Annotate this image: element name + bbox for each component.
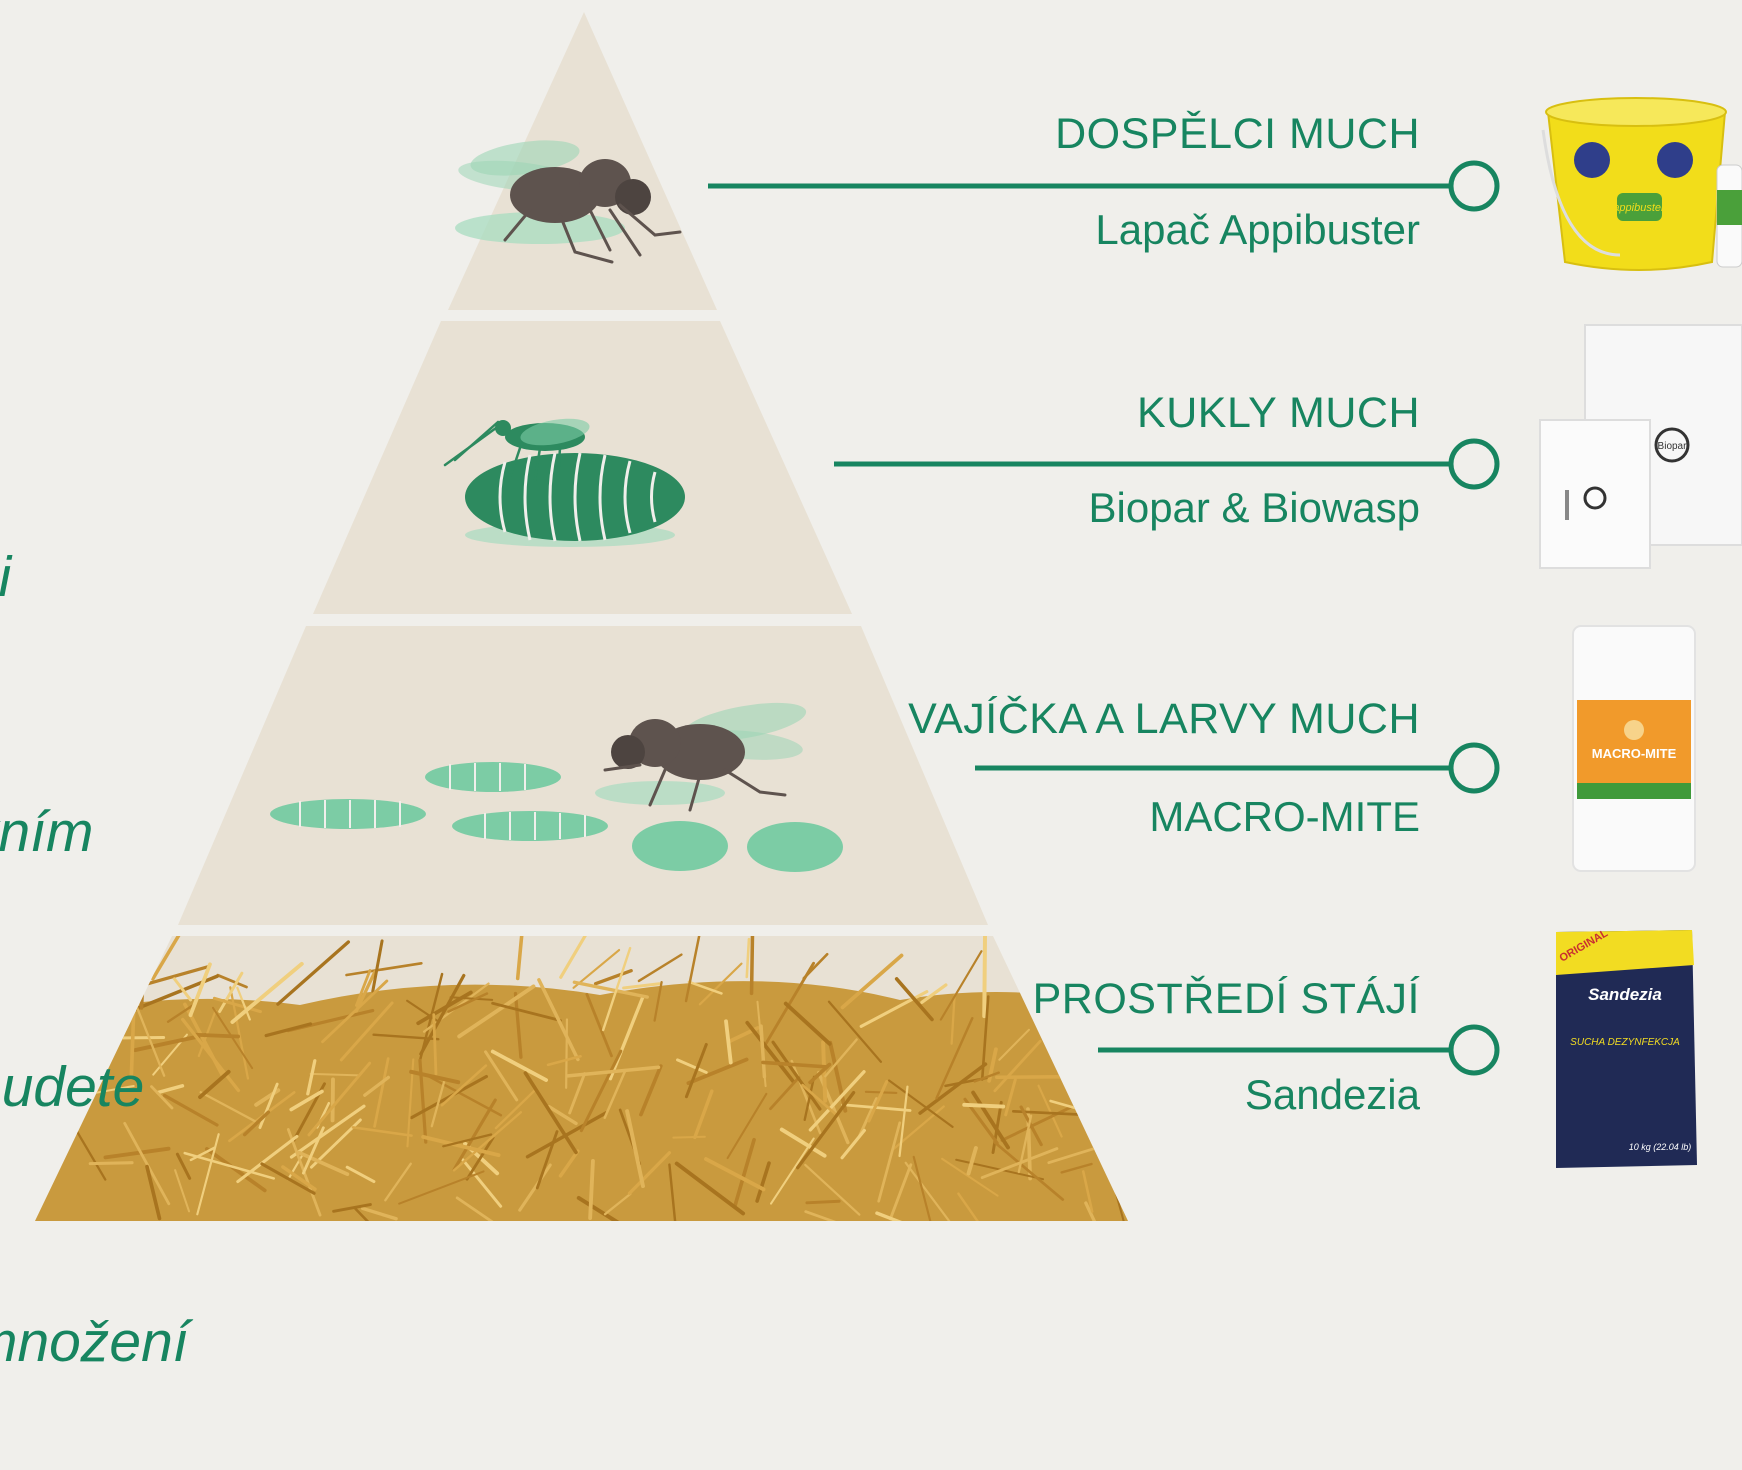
white-bag-icon: Biopar — [1540, 325, 1742, 568]
straw-strand — [1064, 1056, 1116, 1094]
level-4-title: PROSTŘEDÍ STÁJÍ — [1033, 975, 1420, 1024]
straw-strand — [195, 1035, 238, 1037]
straw-strand — [1118, 938, 1121, 979]
intro-line-4: množení — [0, 1300, 189, 1385]
container-icon: MACRO-MITE — [1573, 626, 1695, 871]
level-3-title: VAJÍČKA A LARVY MUCH — [908, 695, 1420, 744]
level-3-product: MACRO-MITE — [1149, 793, 1420, 841]
yellow-bucket-trap-icon: appibuster — [1543, 98, 1742, 270]
sandezia-subtitle: SUCHA DEZYNFEKCJA — [1570, 1037, 1680, 1048]
connector-node-2 — [1451, 441, 1497, 487]
intro-line-2: kním — [0, 790, 189, 875]
intro-line-1: či — [0, 535, 189, 620]
pyramid-tier-3 — [178, 626, 988, 925]
connector-node-3 — [1451, 745, 1497, 791]
intro-line-3: budete — [0, 1045, 189, 1130]
connector-node-1 — [1451, 163, 1497, 209]
biopar-label: Biopar — [1658, 441, 1688, 452]
straw-strand — [566, 1019, 567, 1087]
straw-strand — [807, 1201, 839, 1203]
level-2-product: Biopar & Biowasp — [1088, 484, 1420, 532]
macromite-label: MACRO-MITE — [1592, 746, 1677, 761]
connector-node-4 — [1451, 1027, 1497, 1073]
straw-strand — [752, 928, 753, 993]
straw-strand — [1110, 1073, 1144, 1137]
level-4-product: Sandezia — [1245, 1071, 1420, 1119]
diagram-canvas: appibuster Biopar MACRO-MITE ORIGINAL Sa… — [0, 0, 1742, 1221]
straw-strand — [673, 1137, 705, 1138]
straw-strand — [1097, 910, 1118, 976]
level-1-product: Lapač Appibuster — [1095, 206, 1420, 254]
sack-icon: ORIGINAL Sandezia SUCHA DEZYNFEKCJA 10 k… — [1556, 927, 1697, 1168]
level-1-title: DOSPĚLCI MUCH — [1055, 110, 1420, 159]
straw-strand — [1110, 1087, 1136, 1148]
straw-strand — [1111, 1080, 1121, 1145]
appibuster-label: appibuster — [1613, 202, 1666, 214]
sandezia-label: Sandezia — [1588, 985, 1662, 1004]
intro-text: či kním budete množení — [0, 365, 189, 1470]
sandezia-weight: 10 kg (22.04 lb) — [1629, 1142, 1692, 1152]
straw-strand — [1097, 1098, 1126, 1128]
straw-strand — [964, 1105, 1003, 1107]
straw-strand — [997, 1077, 1071, 1078]
straw-strand — [984, 932, 985, 1016]
level-2-title: KUKLY MUCH — [1137, 389, 1420, 438]
